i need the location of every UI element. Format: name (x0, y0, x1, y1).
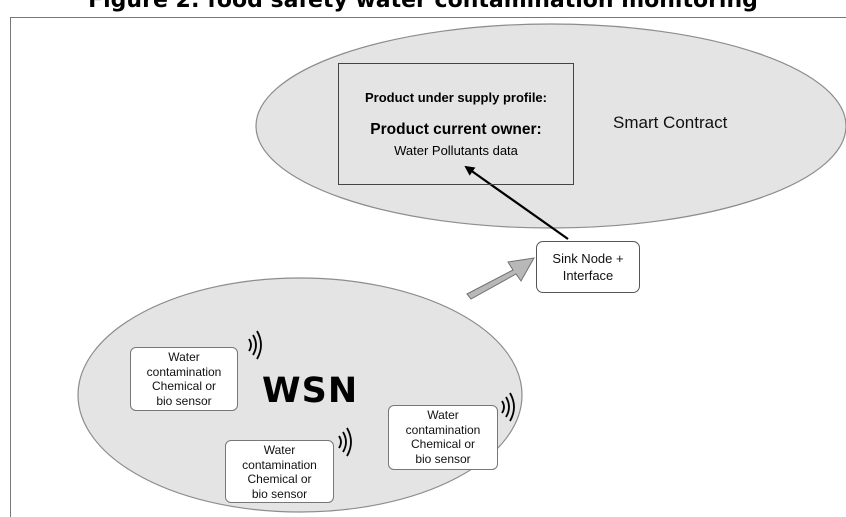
frame-left-border (10, 17, 11, 517)
sensor-box: Water contamination Chemical or bio sens… (388, 405, 498, 470)
profile-heading: Product under supply profile: (364, 90, 547, 105)
sink-node-line2: Interface (562, 268, 614, 283)
sensor-line: Chemical or (151, 379, 217, 393)
figure-title: Figure 2: food safety water contaminatio… (88, 0, 758, 13)
wireless-signal-icon (338, 427, 352, 457)
sensor-line: Water (168, 350, 200, 364)
profile-data-label: Water Pollutants data (394, 143, 518, 158)
data-flow-arrow (464, 165, 569, 240)
sensor-line: bio sensor (156, 393, 212, 408)
sink-node-line1: Sink Node + (552, 251, 624, 266)
sensor-line: contamination (242, 457, 317, 472)
block-arrow-to-sink (466, 257, 535, 300)
sensor-line: Chemical or (247, 472, 312, 486)
sensor-line: Water (427, 408, 459, 422)
wsn-label: WSN (262, 371, 359, 411)
sensor-box: Water contamination Chemical or bio sens… (225, 440, 334, 503)
profile-owner-label: Product current owner: (370, 121, 542, 138)
sensor-line: contamination (405, 422, 481, 437)
frame-top-border (10, 17, 846, 18)
sensor-box: Water contamination Chemical or bio sens… (130, 347, 238, 411)
sensor-line: bio sensor (251, 486, 308, 501)
sensor-line: bio sensor (415, 451, 471, 466)
sink-node-box: Sink Node + Interface (536, 241, 640, 293)
sensor-line: Chemical or (410, 437, 476, 451)
sensor-line: contamination (146, 364, 222, 379)
sensor-line: Water (263, 443, 296, 457)
wireless-signal-icon (501, 392, 515, 422)
wireless-signal-icon (248, 330, 262, 360)
product-profile-box: Product under supply profile: Product cu… (338, 63, 574, 185)
smart-contract-label: Smart Contract (613, 113, 728, 132)
